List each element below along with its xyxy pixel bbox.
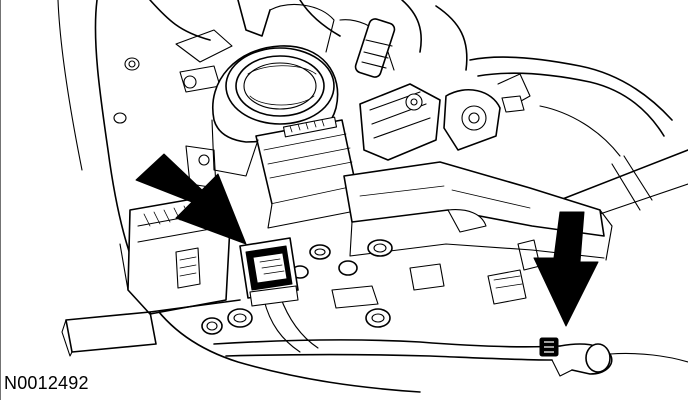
target-connector-left xyxy=(239,237,299,307)
callout-arrow-left xyxy=(135,153,247,245)
throttle-body-air-inlet xyxy=(212,45,339,143)
lower-hose-and-tube xyxy=(213,295,688,377)
right-engine-components xyxy=(359,56,688,215)
figure-id-label: N0012492 xyxy=(4,373,89,393)
callout-arrow-right xyxy=(533,211,599,327)
fasteners-and-fittings xyxy=(201,239,541,335)
target-connector-right xyxy=(539,337,559,357)
upper-hoses-and-brackets xyxy=(149,0,468,93)
